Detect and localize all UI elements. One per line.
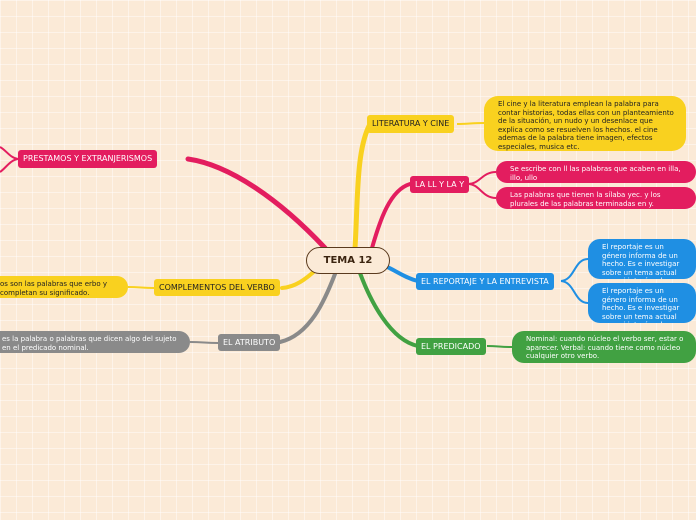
- connector-complementos-note: [127, 286, 155, 289]
- connector-ll-note-1: [467, 171, 497, 185]
- connector-prestamos: [185, 156, 328, 251]
- connector-literatura-note: [456, 122, 485, 125]
- connector-ll: [370, 182, 412, 250]
- note-ll-1[interactable]: Se escribe con ll las palabras que acabe…: [496, 161, 696, 183]
- topic-el-predicado[interactable]: EL PREDICADO: [416, 338, 486, 355]
- note-reportaje-1[interactable]: El reportaje es un género informa de un …: [588, 239, 696, 279]
- connector-atributo: [278, 272, 337, 344]
- topic-complementos-del-verbo[interactable]: COMPLEMENTOS DEL VERBO: [154, 279, 280, 296]
- connector-ll-note-2: [467, 183, 497, 199]
- connector-prestamos-left-2: [0, 158, 19, 173]
- topic-la-ll-y-la-y[interactable]: LA LL Y LA Y: [410, 176, 470, 193]
- topic-reportaje-y-entrevista[interactable]: EL REPORTAJE Y LA ENTREVISTA: [416, 273, 554, 290]
- connector-reportaje-note-2: [560, 280, 589, 304]
- connector-predicado-note: [486, 345, 513, 348]
- note-ll-2[interactable]: Las palabras que tienen la sílaba yec. y…: [496, 187, 696, 209]
- connector-atributo-note: [189, 341, 219, 344]
- connector-prestamos-left-1: [0, 146, 19, 160]
- connector-reportaje: [383, 264, 420, 283]
- note-predicado[interactable]: Nominal: cuando núcleo el verbo ser, est…: [512, 331, 696, 363]
- topic-literatura-y-cine[interactable]: LITERATURA Y CINE: [367, 115, 455, 133]
- connector-predicado: [358, 271, 420, 348]
- topic-el-atributo[interactable]: EL ATRIBUTO: [218, 334, 281, 351]
- topic-prestamos-y-extranjerismos[interactable]: PRESTAMOS Y EXTRANJERISMOS: [18, 150, 158, 168]
- note-literatura-y-cine[interactable]: El cine y la literatura emplean la palab…: [484, 96, 686, 151]
- note-reportaje-2[interactable]: El reportaje es un género informa de un …: [588, 283, 696, 323]
- connector-reportaje-note-1: [560, 258, 589, 282]
- note-complementos[interactable]: os son las palabras que erbo y completan…: [0, 276, 128, 298]
- note-atributo[interactable]: es la palabra o palabras que dicen algo …: [0, 331, 190, 353]
- central-topic[interactable]: TEMA 12: [306, 247, 390, 274]
- connector-literatura: [352, 121, 373, 251]
